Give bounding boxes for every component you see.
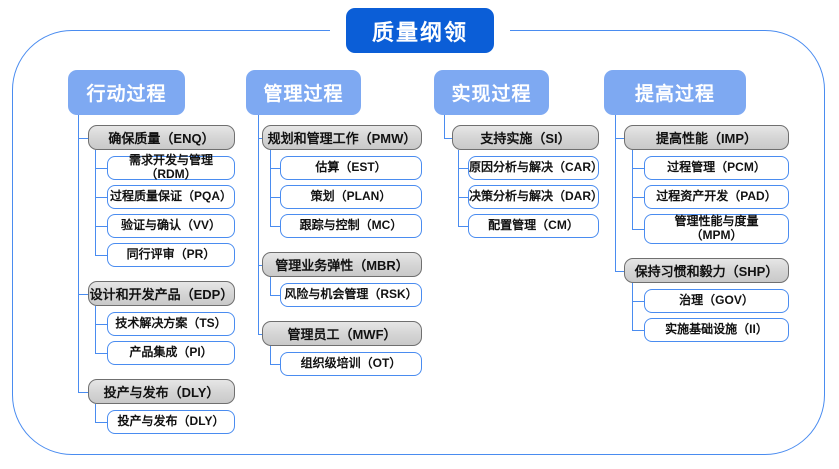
connector-group-to-leaf-4-1-3: [632, 229, 644, 231]
connector-group-trunk-2-1: [270, 150, 272, 226]
connector-group-to-leaf-4-1-2: [632, 197, 644, 199]
connector-header-to-group-2-3: [258, 333, 262, 335]
connector-header-to-group-2-1: [258, 137, 262, 139]
connector-group-to-leaf-1-1-1: [95, 168, 107, 170]
column-header-2: 管理过程: [246, 70, 361, 115]
leaf-box-1-2-2[interactable]: 产品集成（PI）: [107, 341, 235, 365]
leaf-box-3-1-2[interactable]: 决策分析与解决（DAR）: [468, 185, 603, 209]
connector-group-trunk-2-2: [270, 277, 272, 295]
connector-group-trunk-1-3: [95, 404, 97, 422]
connector-group-trunk-2-3: [270, 346, 272, 364]
leaf-box-1-2-1[interactable]: 技术解决方案（TS）: [107, 312, 235, 336]
leaf-box-2-1-1[interactable]: 估算（EST）: [280, 156, 422, 180]
connector-column-trunk-1: [78, 115, 80, 392]
connector-header-to-group-4-1: [615, 137, 624, 139]
connector-header-to-group-4-2: [615, 270, 624, 272]
leaf-box-4-1-1[interactable]: 过程管理（PCM）: [644, 156, 789, 180]
leaf-box-1-3-1[interactable]: 投产与发布（DLY）: [107, 410, 235, 434]
column-header-4: 提高过程: [604, 70, 746, 115]
connector-group-trunk-1-2: [95, 306, 97, 353]
connector-group-to-leaf-1-1-4: [95, 255, 107, 257]
leaf-box-3-1-1[interactable]: 原因分析与解决（CAR）: [468, 156, 603, 180]
leaf-box-4-2-1[interactable]: 治理（GOV）: [644, 289, 789, 313]
connector-group-trunk-1-1: [95, 150, 97, 255]
group-box-3-1[interactable]: 支持实施（SI）: [452, 125, 599, 150]
group-box-1-3[interactable]: 投产与发布（DLY）: [88, 379, 235, 404]
connector-group-to-leaf-1-3-1: [95, 422, 107, 424]
connector-group-trunk-3-1: [458, 150, 460, 226]
leaf-box-1-1-4[interactable]: 同行评审（PR）: [107, 243, 235, 267]
connector-group-to-leaf-1-1-3: [95, 226, 107, 228]
leaf-box-4-1-2[interactable]: 过程资产开发（PAD）: [644, 185, 789, 209]
connector-header-to-group-2-2: [258, 264, 262, 266]
group-box-2-2[interactable]: 管理业务弹性（MBR）: [262, 252, 422, 277]
leaf-box-4-2-2[interactable]: 实施基础设施（II）: [644, 318, 789, 342]
connector-group-to-leaf-4-2-2: [632, 330, 644, 332]
connector-group-to-leaf-2-1-2: [270, 197, 280, 199]
group-box-2-1[interactable]: 规划和管理工作（PMW）: [262, 125, 422, 150]
connector-group-trunk-4-2: [632, 283, 634, 330]
connector-column-trunk-3: [444, 115, 446, 138]
connector-group-to-leaf-3-1-1: [458, 168, 468, 170]
connector-group-to-leaf-3-1-3: [458, 226, 468, 228]
connector-group-to-leaf-3-1-2: [458, 197, 468, 199]
connector-group-to-leaf-2-1-3: [270, 226, 280, 228]
connector-group-to-leaf-2-1-1: [270, 168, 280, 170]
leaf-box-4-1-3[interactable]: 管理性能与度量（MPM）: [644, 214, 789, 244]
group-box-4-1[interactable]: 提高性能（IMP）: [624, 125, 789, 150]
connector-column-trunk-4: [615, 115, 617, 271]
connector-header-to-group-3-1: [444, 137, 452, 139]
leaf-box-2-1-3[interactable]: 跟踪与控制（MC）: [280, 214, 422, 238]
connector-group-to-leaf-2-2-1: [270, 295, 280, 297]
connector-header-to-group-1-3: [78, 391, 88, 393]
leaf-box-1-1-2[interactable]: 过程质量保证（PQA）: [107, 185, 235, 209]
connector-group-trunk-4-1: [632, 150, 634, 229]
connector-column-trunk-2: [258, 115, 260, 334]
connector-group-to-leaf-1-2-2: [95, 353, 107, 355]
group-box-1-2[interactable]: 设计和开发产品（EDP）: [88, 281, 235, 306]
leaf-box-1-1-3[interactable]: 验证与确认（VV）: [107, 214, 235, 238]
leaf-box-2-1-2[interactable]: 策划（PLAN）: [280, 185, 422, 209]
connector-group-to-leaf-2-3-1: [270, 364, 280, 366]
diagram-title: 质量纲领: [346, 8, 494, 53]
leaf-box-2-3-1[interactable]: 组织级培训（OT）: [280, 352, 422, 376]
column-header-3: 实现过程: [434, 70, 549, 115]
group-box-2-3[interactable]: 管理员工（MWF）: [262, 321, 422, 346]
connector-group-to-leaf-4-1-1: [632, 168, 644, 170]
connector-group-to-leaf-4-2-1: [632, 301, 644, 303]
connector-group-to-leaf-1-1-2: [95, 197, 107, 199]
leaf-box-1-1-1[interactable]: 需求开发与管理（RDM）: [107, 153, 235, 181]
leaf-box-3-1-3[interactable]: 配置管理（CM）: [468, 214, 599, 238]
group-box-4-2[interactable]: 保持习惯和毅力（SHP）: [624, 258, 789, 283]
group-box-1-1[interactable]: 确保质量（ENQ）: [88, 125, 235, 150]
connector-header-to-group-1-1: [78, 137, 88, 139]
connector-group-to-leaf-1-2-1: [95, 324, 107, 326]
connector-header-to-group-1-2: [78, 293, 88, 295]
leaf-box-2-2-1[interactable]: 风险与机会管理（RSK）: [280, 283, 422, 307]
column-header-1: 行动过程: [68, 70, 185, 115]
